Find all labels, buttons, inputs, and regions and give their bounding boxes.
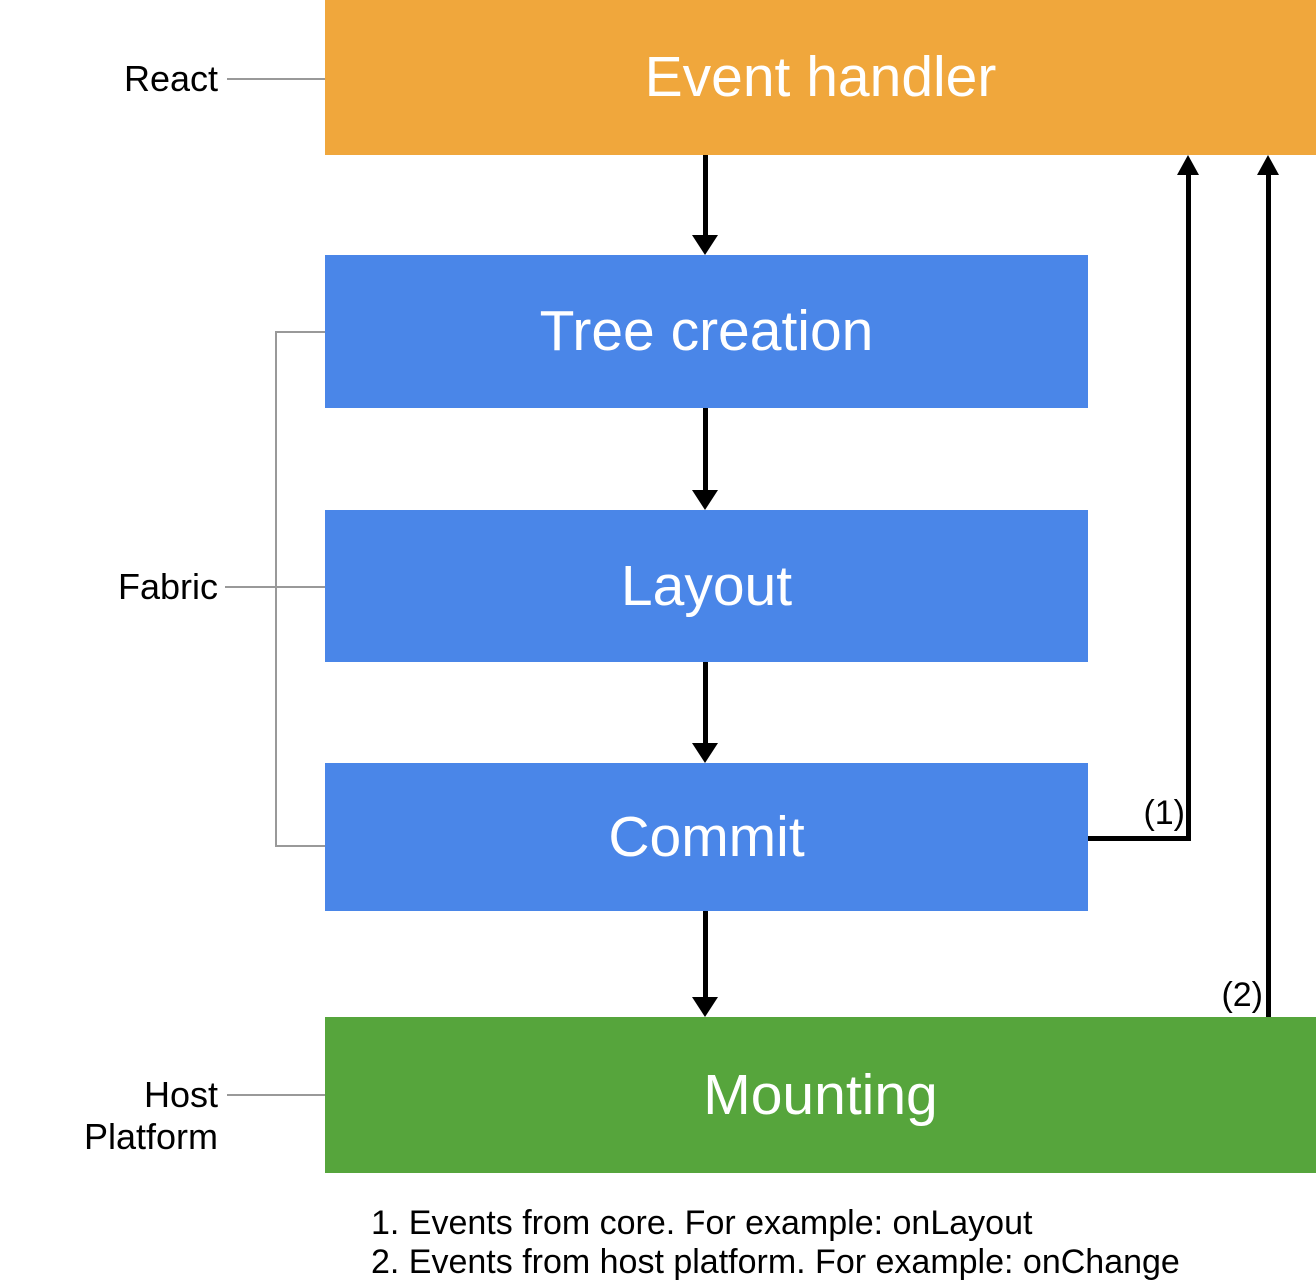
footnote-1: 1. Events from core. For example: onLayo… xyxy=(371,1204,1033,1242)
host-platform-connector-line xyxy=(227,1094,325,1096)
feedback-arrow-1-head-icon xyxy=(1177,155,1199,175)
fabric-bracket-top-stub xyxy=(275,331,325,333)
feedback-arrow-2-head-icon xyxy=(1257,155,1279,175)
layout-box: Layout xyxy=(325,510,1088,662)
event-handler-label: Event handler xyxy=(644,45,997,109)
arrow-commit-to-mounting-line xyxy=(703,911,708,999)
mounting-box: Mounting xyxy=(325,1017,1316,1173)
event-handler-box: Event handler xyxy=(325,0,1316,155)
arrow-tree-to-layout-line xyxy=(703,408,708,492)
feedback-arrow-1-label: (1) xyxy=(1143,794,1185,832)
arrow-event-to-tree-head-icon xyxy=(692,235,718,255)
react-connector-line xyxy=(227,78,325,80)
layout-label: Layout xyxy=(620,553,793,618)
tree-creation-box: Tree creation xyxy=(325,255,1088,408)
host-platform-layer-label: Host Platform xyxy=(83,1074,218,1157)
fabric-layer-label: Fabric xyxy=(117,566,218,607)
arrow-layout-to-commit-head-icon xyxy=(692,743,718,763)
feedback-arrow-1-horizontal xyxy=(1088,836,1191,841)
fabric-bracket-vertical xyxy=(275,331,277,847)
arrow-layout-to-commit-line xyxy=(703,662,708,745)
arrow-commit-to-mounting-head-icon xyxy=(692,997,718,1017)
footnotes: 1. Events from core. For example: onLayo… xyxy=(371,1204,1180,1282)
feedback-arrow-2-vertical xyxy=(1266,172,1271,1017)
feedback-arrow-1-vertical xyxy=(1186,172,1191,841)
mounting-label: Mounting xyxy=(703,1062,938,1127)
commit-label: Commit xyxy=(608,804,805,869)
react-layer-label: React xyxy=(123,58,218,99)
arrow-event-to-tree-line xyxy=(703,155,708,237)
feedback-arrow-2-label: (2) xyxy=(1221,976,1263,1014)
tree-creation-label: Tree creation xyxy=(539,299,874,363)
footnote-2: 2. Events from host platform. For exampl… xyxy=(371,1243,1180,1281)
commit-box: Commit xyxy=(325,763,1088,911)
fabric-bracket-bottom-stub xyxy=(275,845,325,847)
arrow-tree-to-layout-head-icon xyxy=(692,490,718,510)
